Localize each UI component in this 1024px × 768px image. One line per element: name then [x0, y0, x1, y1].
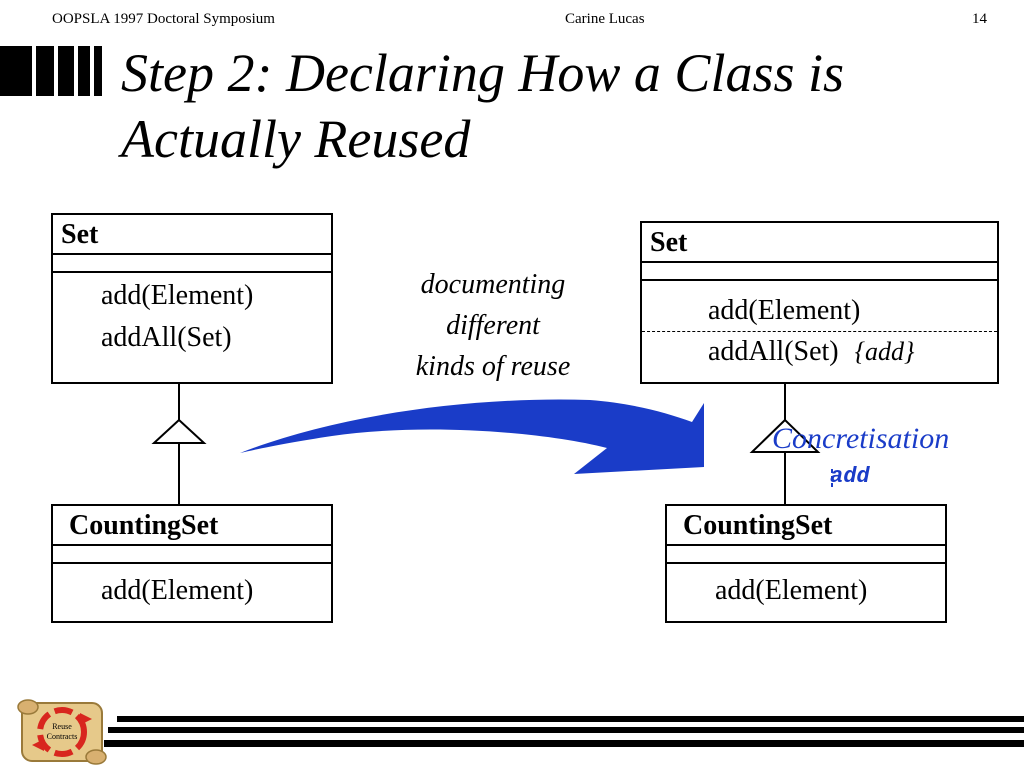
attribute-compartment [667, 546, 945, 564]
header-author: Carine Lucas [565, 11, 645, 27]
class-name: Set [53, 215, 331, 255]
operation: addAll(Set) [101, 322, 232, 353]
attribute-compartment [53, 546, 331, 564]
left-inheritance-relation [151, 384, 207, 504]
reuse-arrow [240, 399, 704, 474]
operation: add(Element) [101, 575, 254, 606]
reuse-contract-operation: add [830, 464, 870, 489]
reuse-description: documenting different kinds of reuse [380, 264, 606, 387]
left-countingset-class-box: CountingSet add(Element) [51, 504, 333, 623]
operation-compartment: add(Element) addAll(Set) [53, 273, 331, 359]
right-countingset-class-box: CountingSet add(Element) [665, 504, 947, 623]
operation-compartment: add(Element) addAll(Set) {add} [642, 281, 997, 372]
footer-lines [104, 716, 1024, 747]
left-set-class-box: Set add(Element) addAll(Set) [51, 213, 333, 384]
class-name: CountingSet [667, 506, 945, 546]
reuse-contracts-logo: Reuse Contracts [17, 699, 107, 765]
reuse-description-line: kinds of reuse [415, 351, 571, 382]
reuse-description-line: documenting [420, 269, 566, 300]
operation: add(Element) [715, 575, 868, 606]
attribute-compartment [642, 263, 997, 281]
right-inheritance-relation [749, 384, 821, 504]
logo-text: Reuse [52, 722, 72, 731]
header-conference: OOPSLA 1997 Doctoral Symposium [52, 11, 275, 27]
reuse-contract-label: Concretisation [772, 422, 950, 455]
operation-annotation: {add} [854, 337, 915, 366]
class-name: CountingSet [53, 506, 331, 546]
operation: add(Element) [101, 280, 254, 311]
slide-title: Step 2: Declaring How a Class is Actuall… [121, 43, 844, 169]
logo-text: Contracts [47, 732, 78, 741]
dashed-separator: addAll(Set) {add} [642, 331, 997, 372]
reuse-description-line: different [446, 310, 540, 341]
operation: add(Element) [708, 295, 861, 326]
operation-compartment: add(Element) [667, 564, 945, 612]
attribute-compartment [53, 255, 331, 273]
class-name: Set [642, 223, 997, 263]
operation: addAll(Set) [708, 336, 839, 367]
right-set-class-box: Set add(Element) addAll(Set) {add} [640, 221, 999, 384]
operation-compartment: add(Element) [53, 564, 331, 612]
header-page-number: 14 [972, 11, 987, 27]
